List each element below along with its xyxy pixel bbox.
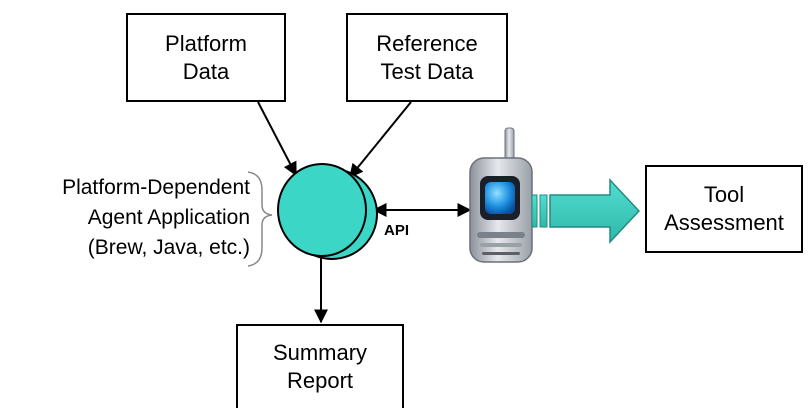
tool-assessment-line1: Tool: [703, 182, 745, 207]
mobile-phone-icon: [469, 127, 533, 263]
agent-label-line2: Agent Application: [87, 206, 250, 229]
agent-application-label: Platform-Dependent Agent Application (Br…: [0, 173, 250, 263]
platform-data-box: Platform Data: [126, 13, 286, 102]
reference-test-data-line2: Test Data: [380, 58, 474, 84]
agent-brace: [247, 171, 273, 267]
arrow-platform-to-agent: [257, 101, 297, 177]
summary-report-box: Summary Report: [236, 324, 404, 408]
reference-test-data-box: Reference Test Data: [346, 13, 508, 102]
agent-label-line1: Platform-Dependent: [62, 176, 250, 199]
tool-assessment-box: Tool Assessment: [645, 165, 803, 253]
stacked-circles-icon: [277, 163, 378, 260]
api-label: API: [384, 222, 410, 239]
block-arrow-icon: [531, 178, 641, 244]
summary-report-line2: Report: [286, 368, 354, 393]
reference-test-data-line1: Reference: [376, 30, 478, 56]
platform-data-line2: Data: [182, 58, 230, 84]
agent-label-line3: (Brew, Java, etc.): [87, 236, 250, 259]
arrow-reference-to-agent: [349, 101, 412, 179]
tool-assessment-line2: Assessment: [664, 210, 784, 235]
platform-data-line1: Platform: [165, 30, 247, 56]
summary-report-line1: Summary: [272, 340, 368, 365]
